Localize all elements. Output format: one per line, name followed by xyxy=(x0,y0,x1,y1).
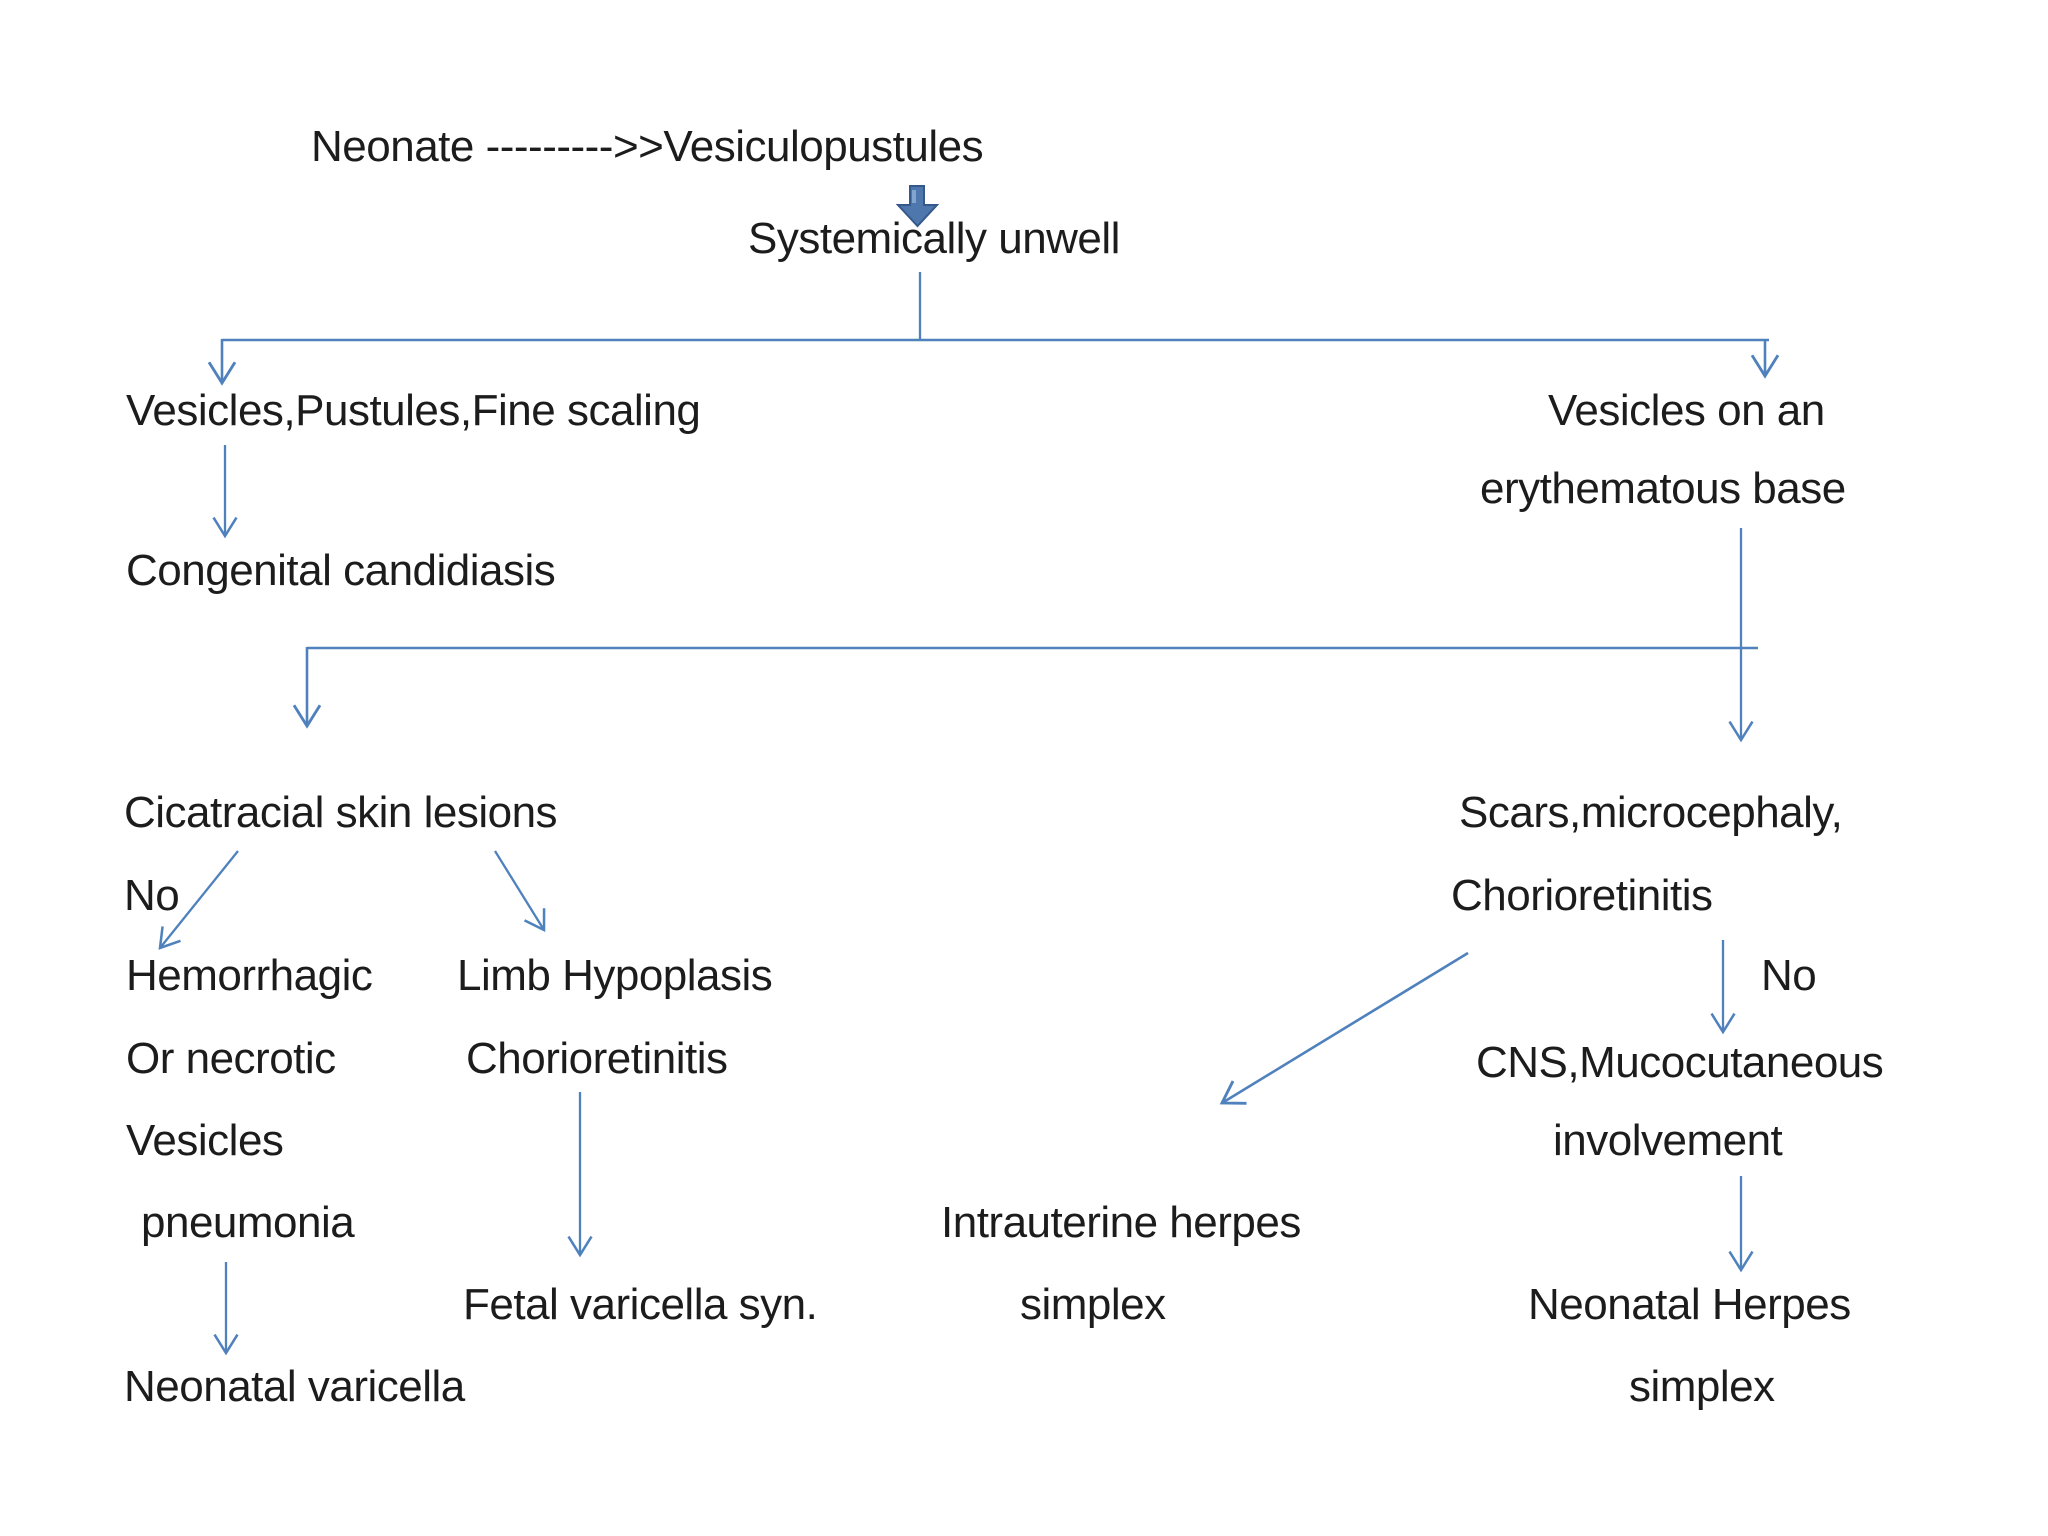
node-no-right: No xyxy=(1761,951,1817,1000)
node-hemorrhagic: Hemorrhagic xyxy=(126,951,373,1000)
node-scars-microcephaly: Scars,microcephaly, xyxy=(1459,788,1843,837)
node-pneumonia: pneumonia xyxy=(141,1198,355,1247)
node-cns-mucocutaneous: CNS,Mucocutaneous xyxy=(1476,1038,1884,1087)
node-erythematous-base: erythematous base xyxy=(1480,464,1846,513)
connector-cicatracial-to-limb xyxy=(494,850,546,933)
node-intrauterine-herpes-simplex: simplex xyxy=(1020,1280,1166,1329)
node-chorioretinitis-left: Chorioretinitis xyxy=(466,1034,728,1083)
node-congenital-candidiasis: Congenital candidiasis xyxy=(126,546,556,595)
node-no-left: No xyxy=(124,871,180,920)
node-intrauterine-herpes: Intrauterine herpes xyxy=(941,1198,1301,1247)
node-neonatal-herpes: Neonatal Herpes xyxy=(1528,1280,1851,1329)
node-chorioretinitis-right: Chorioretinitis xyxy=(1451,871,1713,920)
node-vesicles: Vesicles xyxy=(126,1116,284,1165)
node-neonatal-varicella: Neonatal varicella xyxy=(124,1362,465,1411)
node-vesicles-pustules-fine-scaling: Vesicles,Pustules,Fine scaling xyxy=(126,386,701,435)
node-fetal-varicella-syn: Fetal varicella syn. xyxy=(463,1280,818,1329)
node-involvement: involvement xyxy=(1553,1116,1783,1165)
connector-to-intrauterine-herpes xyxy=(1219,951,1469,1105)
node-systemically-unwell: Systemically unwell xyxy=(748,214,1120,263)
node-vesicles-on-an: Vesicles on an xyxy=(1548,386,1825,435)
node-cicatracial-skin-lesions: Cicatracial skin lesions xyxy=(124,788,558,837)
node-neonatal-herpes-simplex: simplex xyxy=(1629,1362,1775,1411)
node-limb-hypoplasis: Limb Hypoplasis xyxy=(457,951,773,1000)
node-or-necrotic: Or necrotic xyxy=(126,1034,336,1083)
title-neonate-vesiculopustules: Neonate --------->>Vesiculopustules xyxy=(311,122,984,171)
